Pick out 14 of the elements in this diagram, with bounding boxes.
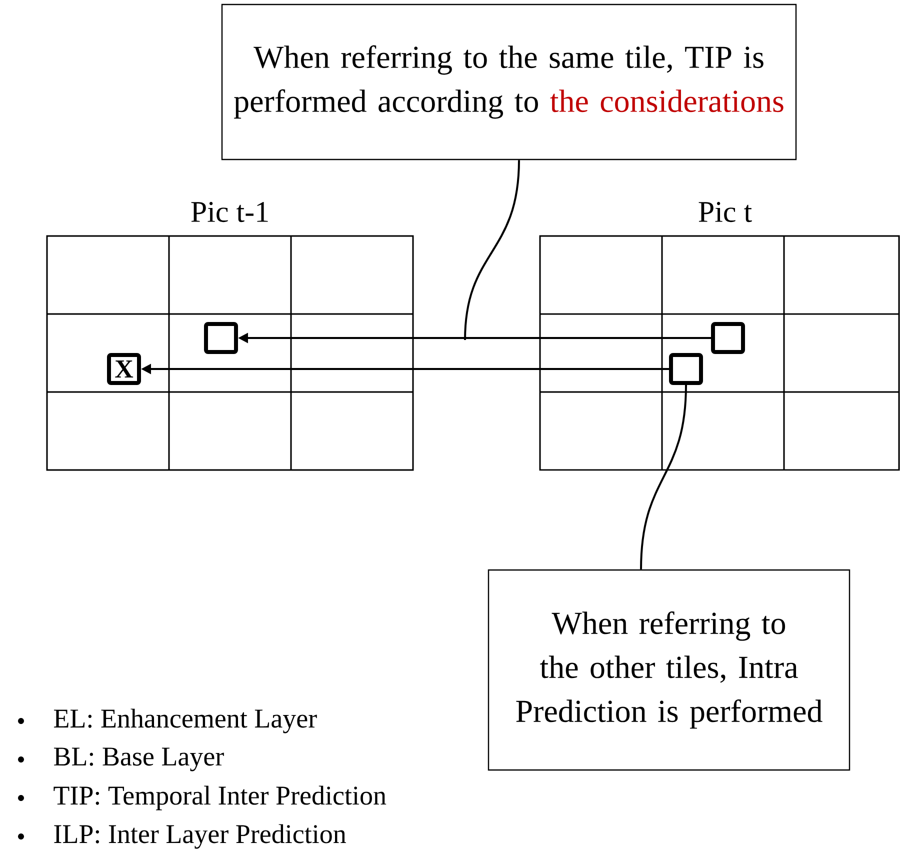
marked-block: X [107, 353, 141, 385]
leader-line [464, 160, 520, 340]
legend-item: ILP: Inter Layer Prediction [54, 824, 346, 849]
callout-box: When referring to the same tile, TIP is performed according to the considerations [221, 4, 797, 160]
grid-title: Pic t [698, 202, 752, 222]
block-square [669, 353, 703, 385]
callout-box: When referring to the other tiles, Intra Prediction is performed [488, 569, 850, 771]
grid-title: Pic t-1 [191, 202, 268, 222]
legend-item: EL: Enhancement Layer [54, 708, 317, 734]
leader-line [640, 384, 687, 570]
block-square [711, 322, 745, 354]
legend-item: BL: Base Layer [54, 748, 224, 772]
legend-item: TIP: Temporal Inter Prediction [54, 786, 386, 810]
block-square [204, 322, 238, 354]
